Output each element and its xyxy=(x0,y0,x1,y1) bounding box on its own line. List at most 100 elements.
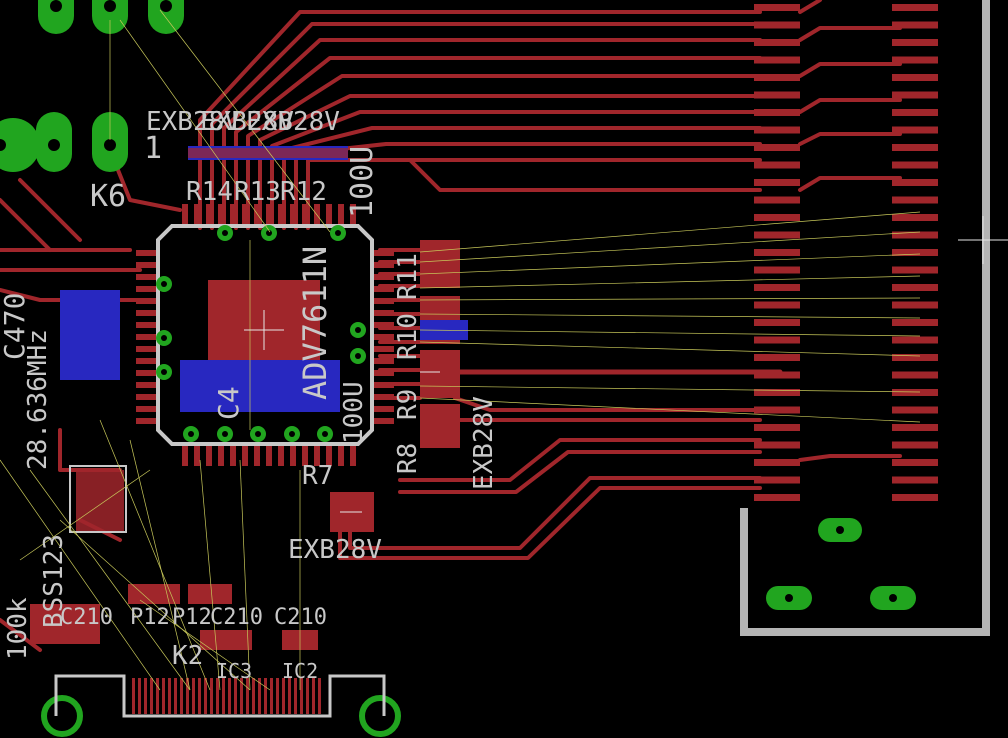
origin-crosshairs xyxy=(244,216,1008,513)
smd-pad xyxy=(132,678,135,714)
label-100k: 100k xyxy=(3,597,33,660)
smd-pad xyxy=(892,109,938,116)
main-ic-pins xyxy=(136,204,394,466)
smd-pad xyxy=(892,441,938,449)
smd-pad xyxy=(338,446,344,466)
smd-pad xyxy=(136,334,156,340)
label-exb28v-top: EXB28V xyxy=(146,107,240,137)
smd-pad xyxy=(374,418,394,424)
label-r9: R9 xyxy=(393,389,423,420)
smd-pad xyxy=(374,250,394,256)
smd-pad xyxy=(288,678,291,714)
smd-pad xyxy=(754,161,800,169)
smd-pad xyxy=(168,678,171,714)
smd-pad xyxy=(892,459,938,466)
header-k6[interactable] xyxy=(0,0,184,172)
smd-pad xyxy=(254,446,260,466)
smd-pad xyxy=(754,196,800,204)
smd-pad xyxy=(754,74,800,81)
smd-pad xyxy=(136,310,156,316)
smd-pad xyxy=(892,354,938,361)
smd-pad xyxy=(136,346,156,352)
label-r11: R11 xyxy=(393,253,423,300)
smd-pad xyxy=(278,204,284,224)
smd-pad xyxy=(892,161,938,169)
smd-pad xyxy=(338,204,344,224)
smd-pad xyxy=(312,678,315,714)
smd-pad xyxy=(204,678,207,714)
smd-pad xyxy=(892,406,938,414)
label-exb28v-right: EXB28V xyxy=(469,396,499,490)
label-p12-b: P12 xyxy=(172,605,212,630)
label-exb28v-top-2: EXB28V xyxy=(200,107,294,137)
label-r13: R13 xyxy=(234,177,281,207)
smd-pad xyxy=(892,91,938,99)
smd-pad xyxy=(180,678,183,714)
smd-pad xyxy=(282,678,285,714)
right-header-left-column xyxy=(754,4,800,501)
smd-pad xyxy=(892,371,938,379)
bottom-caps xyxy=(60,290,374,532)
smd-pad xyxy=(156,678,159,714)
label-r12: R12 xyxy=(280,177,327,207)
smd-pad xyxy=(754,21,800,29)
resistor-arrays-top xyxy=(188,146,348,160)
smd-pad xyxy=(374,322,394,328)
smd-pad xyxy=(754,126,800,134)
smd-pad xyxy=(754,179,800,186)
smd-pad xyxy=(246,678,249,714)
label-r14: R14 xyxy=(186,177,233,207)
smd-pad xyxy=(194,446,200,466)
label-exb28v-bottom: EXB28V xyxy=(288,535,382,565)
smd-pad xyxy=(326,204,332,224)
smd-pad xyxy=(754,144,800,151)
smd-pad xyxy=(136,286,156,292)
smd-pad xyxy=(136,358,156,364)
smd-pad xyxy=(892,21,938,29)
smd-pad xyxy=(258,678,261,714)
label-p12-a: P12 xyxy=(130,605,170,630)
smd-pad xyxy=(306,678,309,714)
label-r10: R10 xyxy=(393,313,423,360)
smd-pad xyxy=(266,204,272,224)
smd-pad xyxy=(892,494,938,501)
smd-pad xyxy=(754,284,800,291)
smd-pad xyxy=(892,126,938,134)
smd-pad xyxy=(136,262,156,268)
smd-pad xyxy=(374,370,394,376)
smd-pad xyxy=(374,262,394,268)
smd-pad xyxy=(892,389,938,396)
smd-pad xyxy=(216,678,219,714)
silkscreen-labels: EXB28V EXB28V EXB28V R14 R13 R12 1 K6 10… xyxy=(0,107,499,683)
smd-pad xyxy=(230,446,236,466)
smd-pad xyxy=(194,204,200,224)
smd-pad xyxy=(892,266,938,274)
smd-pad xyxy=(754,39,800,46)
smd-pad xyxy=(198,678,201,714)
smd-pad xyxy=(314,446,320,466)
smd-pad xyxy=(136,382,156,388)
label-c210-c: C210 xyxy=(60,605,113,630)
smd-pad xyxy=(892,249,938,256)
smd-pad xyxy=(300,678,303,714)
smd-pad xyxy=(754,371,800,379)
smd-pad xyxy=(374,334,394,340)
smd-pad xyxy=(754,214,800,221)
smd-pad xyxy=(374,406,394,412)
smd-pad xyxy=(374,310,394,316)
smd-pad xyxy=(892,231,938,239)
smd-pad xyxy=(754,266,800,274)
smd-pad xyxy=(754,494,800,501)
smd-pad xyxy=(234,678,237,714)
connector-mount-pads xyxy=(41,518,916,737)
smd-pad xyxy=(302,204,308,224)
smd-pad xyxy=(294,678,297,714)
smd-pad xyxy=(892,336,938,344)
smd-pad xyxy=(240,678,243,714)
smd-pad xyxy=(374,394,394,400)
smd-pad xyxy=(754,476,800,484)
smd-pad xyxy=(350,446,356,466)
label-100u-top: 100U xyxy=(345,146,380,218)
smd-pad xyxy=(266,446,272,466)
